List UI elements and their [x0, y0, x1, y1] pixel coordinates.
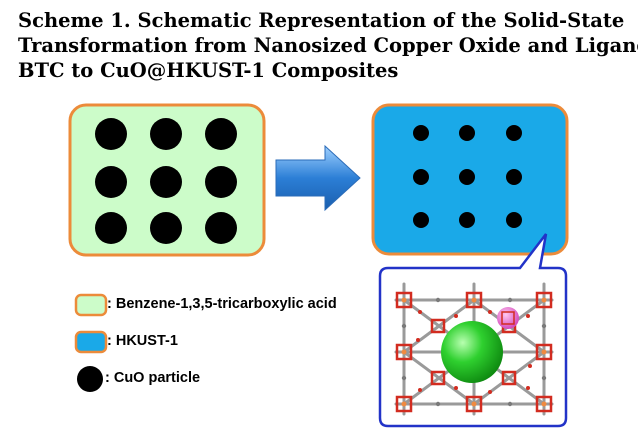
- cuo-particle: [150, 212, 182, 244]
- cuo-particle: [413, 125, 429, 141]
- cuo-particle: [459, 125, 475, 141]
- cuo-particle: [506, 125, 522, 141]
- cuo-particle: [506, 169, 522, 185]
- legend-label-hkust: : HKUST-1: [107, 333, 178, 349]
- title-line-1: Scheme 1. Schematic Representation of th…: [18, 9, 625, 32]
- cuo-particle: [95, 118, 127, 150]
- cuo-particle: [506, 212, 522, 228]
- scheme-title: Scheme 1. Schematic Representation of th…: [18, 8, 638, 83]
- cuo-particles-large: [95, 118, 237, 244]
- guest-sphere-ring: [501, 311, 515, 325]
- cuo-particle: [205, 118, 237, 150]
- legend-swatch-cuo: [77, 366, 103, 392]
- cuo-particle: [150, 118, 182, 150]
- legend-swatch-btc: [74, 293, 108, 317]
- cuo-particle: [95, 166, 127, 198]
- title-line-2: Transformation from Nanosized Copper Oxi…: [18, 34, 638, 57]
- title-line-3: BTC to CuO@HKUST-1 Composites: [18, 59, 399, 82]
- cuo-particle: [459, 212, 475, 228]
- cuo-particle: [413, 212, 429, 228]
- legend-label-btc: : Benzene-1,3,5-tricarboxylic acid: [107, 296, 337, 312]
- cuo-particle: [413, 169, 429, 185]
- cuo-particle: [95, 212, 127, 244]
- legend-label-cuo: : CuO particle: [105, 370, 201, 386]
- guest-sphere: [497, 307, 519, 329]
- cuo-particle: [459, 169, 475, 185]
- legend-swatch-hkust: [74, 330, 108, 354]
- cuo-particle: [150, 166, 182, 198]
- right-arrow-icon: [275, 144, 361, 212]
- cuo-particles-small: [413, 125, 522, 228]
- cuo-particle: [205, 212, 237, 244]
- cuo-sphere: [441, 321, 503, 383]
- cuo-particle: [205, 166, 237, 198]
